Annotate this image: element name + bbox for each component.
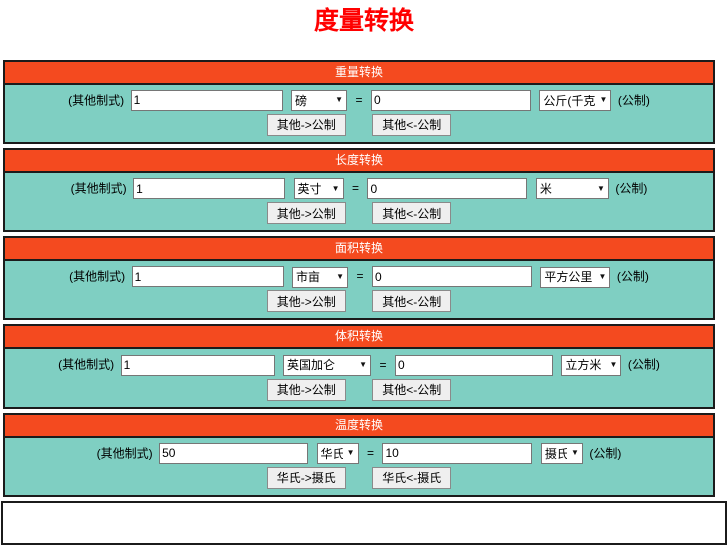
section-temperature: 温度转换 (其他制式) 华氏▼ = 摄氏▼ (公制) 华氏->摄氏 华氏<-摄氏 <box>3 412 715 497</box>
other-system-label: (其他制式) <box>70 181 127 196</box>
volume-other-from-metric-button[interactable]: 其他<-公制 <box>372 378 452 401</box>
length-other-from-metric-button[interactable]: 其他<-公制 <box>372 202 452 225</box>
section-length: 长度转换 (其他制式) 英寸▼ = 米▼ (公制) 其他->公制 其他<-公制 <box>3 147 715 233</box>
length-metric-value-input[interactable] <box>367 178 528 200</box>
metric-label: (公制) <box>589 445 622 460</box>
equals-sign: = <box>356 269 364 284</box>
section-weight-title: 重量转换 <box>5 61 713 85</box>
other-system-label: (其他制式) <box>58 357 115 372</box>
section-area: 面积转换 (其他制式) 市亩▼ = 平方公里▼ (公制) 其他->公制 其他<-… <box>3 236 715 321</box>
section-volume-title: 体积转换 <box>5 326 713 350</box>
other-system-label: (其他制式) <box>68 92 125 107</box>
temperature-metric-value-input[interactable] <box>382 442 533 464</box>
section-temperature-body: (其他制式) 华氏▼ = 摄氏▼ (公制) 华氏->摄氏 华氏<-摄氏 <box>5 438 713 495</box>
section-length-title: 长度转换 <box>5 149 713 173</box>
area-other-from-metric-button[interactable]: 其他<-公制 <box>372 290 452 313</box>
section-area-body: (其他制式) 市亩▼ = 平方公里▼ (公制) 其他->公制 其他<-公制 <box>5 261 713 318</box>
fahrenheit-from-celsius-button[interactable]: 华氏<-摄氏 <box>372 466 452 489</box>
volume-metric-unit-select[interactable]: 立方米▼ <box>561 354 622 377</box>
area-other-to-metric-button[interactable]: 其他->公制 <box>266 290 346 313</box>
conversion-row: (其他制式) 英寸▼ = 米▼ (公制) <box>5 177 713 200</box>
button-row: 华氏->摄氏 华氏<-摄氏 <box>5 466 713 489</box>
length-other-unit-select[interactable]: 英寸▼ <box>293 177 344 200</box>
equals-sign: = <box>355 92 363 107</box>
weight-other-unit-select[interactable]: 磅▼ <box>291 89 348 112</box>
volume-other-to-metric-button[interactable]: 其他->公制 <box>266 378 346 401</box>
section-temperature-title: 温度转换 <box>5 414 713 438</box>
weight-metric-value-input[interactable] <box>370 89 531 111</box>
equals-sign: = <box>379 357 387 372</box>
section-volume-body: (其他制式) 英国加仑▼ = 立方米▼ (公制) 其他->公制 其他<-公制 <box>5 349 713 406</box>
button-row: 其他->公制 其他<-公制 <box>5 290 713 313</box>
volume-other-value-input[interactable] <box>120 354 275 376</box>
equals-sign: = <box>366 445 374 460</box>
weight-other-to-metric-button[interactable]: 其他->公制 <box>266 113 346 136</box>
conversion-row: (其他制式) 磅▼ = 公斤(千克)▼ (公制) <box>5 89 713 112</box>
length-other-to-metric-button[interactable]: 其他->公制 <box>266 202 346 225</box>
length-other-value-input[interactable] <box>133 178 286 200</box>
temperature-metric-unit-select[interactable]: 摄氏▼ <box>540 442 583 465</box>
button-row: 其他->公制 其他<-公制 <box>5 113 713 136</box>
volume-metric-value-input[interactable] <box>394 354 553 376</box>
section-weight-body: (其他制式) 磅▼ = 公斤(千克)▼ (公制) 其他->公制 其他<-公制 <box>5 85 713 142</box>
section-area-title: 面积转换 <box>5 238 713 262</box>
metric-label: (公制) <box>616 269 649 284</box>
area-other-unit-select[interactable]: 市亩▼ <box>292 265 349 288</box>
converter-list: 重量转换 (其他制式) 磅▼ = 公斤(千克)▼ (公制) 其他->公制 其他<… <box>3 59 715 497</box>
section-length-body: (其他制式) 英寸▼ = 米▼ (公制) 其他->公制 其他<-公制 <box>5 173 713 230</box>
weight-other-value-input[interactable] <box>130 89 283 111</box>
metric-label: (公制) <box>615 181 648 196</box>
temperature-other-unit-select[interactable]: 华氏▼ <box>316 442 359 465</box>
volume-other-unit-select[interactable]: 英国加仑▼ <box>283 354 372 377</box>
metric-label: (公制) <box>627 357 660 372</box>
section-weight: 重量转换 (其他制式) 磅▼ = 公斤(千克)▼ (公制) 其他->公制 其他<… <box>3 59 715 144</box>
fahrenheit-to-celsius-button[interactable]: 华氏->摄氏 <box>266 466 346 489</box>
conversion-row: (其他制式) 市亩▼ = 平方公里▼ (公制) <box>5 265 713 288</box>
equals-sign: = <box>351 181 359 196</box>
weight-other-from-metric-button[interactable]: 其他<-公制 <box>372 113 452 136</box>
other-system-label: (其他制式) <box>69 269 126 284</box>
weight-metric-unit-select[interactable]: 公斤(千克)▼ <box>539 89 612 112</box>
other-system-label: (其他制式) <box>96 445 153 460</box>
area-other-value-input[interactable] <box>131 266 284 288</box>
conversion-row: (其他制式) 英国加仑▼ = 立方米▼ (公制) <box>5 353 713 376</box>
button-row: 其他->公制 其他<-公制 <box>5 378 713 401</box>
area-metric-value-input[interactable] <box>371 266 532 288</box>
conversion-row: (其他制式) 华氏▼ = 摄氏▼ (公制) <box>5 442 713 465</box>
area-metric-unit-select[interactable]: 平方公里▼ <box>540 265 611 288</box>
temperature-other-value-input[interactable] <box>159 442 309 464</box>
length-metric-unit-select[interactable]: 米▼ <box>535 177 609 200</box>
bottom-panel <box>1 500 727 545</box>
button-row: 其他->公制 其他<-公制 <box>5 202 713 225</box>
metric-label: (公制) <box>617 92 650 107</box>
page-title: 度量转换 <box>313 7 414 35</box>
section-volume: 体积转换 (其他制式) 英国加仑▼ = 立方米▼ (公制) 其他->公制 其他<… <box>3 324 715 409</box>
